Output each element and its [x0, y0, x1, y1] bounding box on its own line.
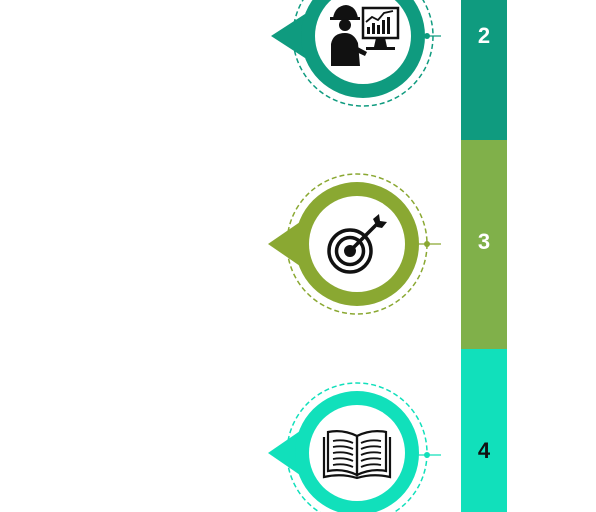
step-3-notch — [441, 230, 461, 258]
step-2-pointer — [271, 14, 305, 58]
step-2-notch — [441, 22, 461, 50]
target-with-arrow-icon — [327, 214, 387, 274]
timeline-segment-3 — [461, 140, 507, 349]
step-2-connector-dot — [424, 33, 430, 39]
engineer-with-chart-monitor-icon — [330, 5, 400, 66]
step-3-number: 3 — [477, 229, 491, 254]
timeline-segment-2 — [461, 0, 507, 140]
open-book-icon — [322, 430, 392, 480]
step-4-number: 4 — [477, 438, 491, 463]
step-3-node — [268, 173, 461, 315]
step-4-pointer — [268, 431, 300, 475]
timeline-segment-4 — [461, 349, 507, 512]
step-4-notch — [441, 438, 461, 466]
step-2-node — [271, 0, 461, 107]
step-2-number: 2 — [477, 23, 491, 48]
step-3-pointer — [268, 222, 300, 266]
step-4-node — [268, 382, 461, 512]
